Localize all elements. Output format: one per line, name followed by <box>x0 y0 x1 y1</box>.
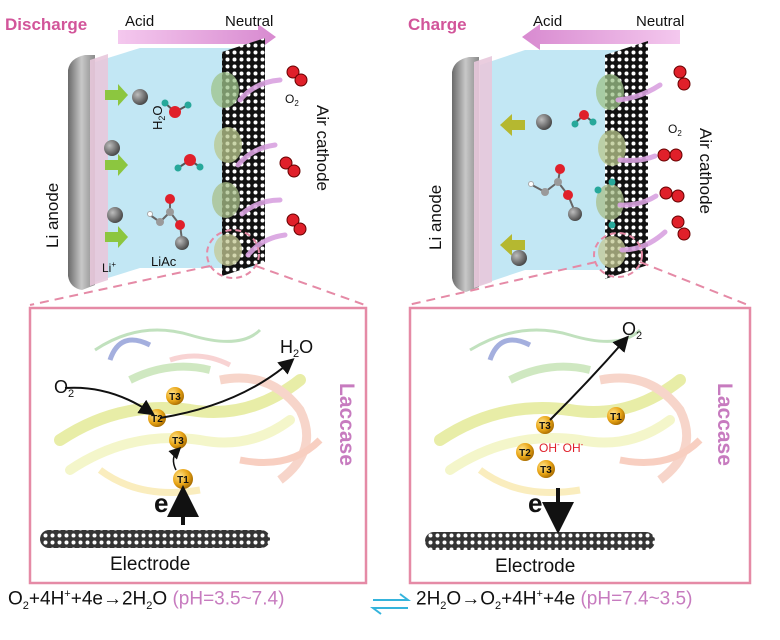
li-atom <box>511 250 527 266</box>
discharge-battery: Discharge Acid Neutral Li anode Air cath… <box>5 13 332 290</box>
acid-label: Acid <box>125 13 154 30</box>
copper-site-t3-bottom <box>537 460 555 478</box>
separator <box>90 54 108 286</box>
copper-site-t1 <box>173 469 193 489</box>
oxygen-output-label: O2 <box>622 319 642 342</box>
acid-label-right: Acid <box>533 13 562 30</box>
hydroxide-labels: OH-OH- <box>539 440 584 455</box>
laccase-label: Laccase <box>335 383 358 466</box>
neutral-label-right: Neutral <box>636 13 684 30</box>
electron-transfer-arrow <box>168 446 182 471</box>
li-ion-arrows <box>105 84 128 248</box>
li-anode-label-right: Li anode <box>426 185 445 250</box>
reversible-arrow <box>370 593 411 615</box>
electrode-label-right: Electrode <box>495 556 575 577</box>
separator-right <box>474 56 492 288</box>
oxygen-output-arrow <box>549 335 629 421</box>
charge-label: Charge <box>408 15 467 34</box>
li-ion-return-arrows <box>500 114 525 256</box>
charge-ph-range: (pH=7.4~3.5) <box>580 588 693 610</box>
svg-text:T3: T3 <box>540 465 552 476</box>
electrolyte <box>95 48 255 282</box>
water-molecule-right <box>571 110 597 128</box>
water-output-arrow <box>159 358 295 419</box>
li-atom <box>132 89 148 105</box>
charge-battery: Charge Acid Neutral Li anode Air cathode <box>408 13 715 292</box>
zoom-circle-right <box>593 232 643 278</box>
li-anode-label: Li anode <box>43 183 62 248</box>
oxygen-label-right: O2 <box>668 122 682 138</box>
li-atom <box>104 140 120 156</box>
svg-text:T1: T1 <box>610 412 622 423</box>
water-molecule <box>161 99 192 118</box>
oxygen-molecules-right <box>657 65 691 241</box>
oxygen-label: O2 <box>285 92 299 108</box>
copper-site-t3-bottom <box>169 431 187 449</box>
lithium-acetate-label: LiAc <box>151 254 177 269</box>
svg-text:T3: T3 <box>539 421 551 432</box>
water-output-label: H2O <box>280 337 313 360</box>
oxygen-input-label: O2 <box>54 377 74 400</box>
discharge-ph-range: (pH=3.5~7.4) <box>172 588 285 610</box>
water-label: H2O <box>150 105 167 130</box>
laccase-ribbon <box>54 328 323 496</box>
oxygen-inflow-arrows <box>235 77 288 258</box>
lithium-ion-label: Li+ <box>102 260 116 275</box>
water-molecule <box>174 154 204 172</box>
li-atom <box>107 207 123 223</box>
discharge-label: Discharge <box>5 15 87 34</box>
zoom-connector-right <box>407 261 749 306</box>
copper-site-t3-top <box>166 387 184 405</box>
charge-equation: 2H2O→O2+4H++4e (pH=7.4~3.5) <box>416 588 693 613</box>
air-cathode-label: Air cathode <box>313 105 332 191</box>
copper-sites-right: T3 T1 T2 T3 <box>516 407 625 478</box>
acetate-molecule-right <box>528 164 582 221</box>
electrode-nanotube-right <box>425 532 655 550</box>
oxygen-outflow-arrows <box>615 82 668 253</box>
discharge-equation: O2+4H++4e→2H2O (pH=3.5~7.4) <box>8 588 285 613</box>
li-anode-slab <box>68 55 95 290</box>
charge-zoom-panel: Electrode T3 T1 T2 T3 OH-OH- O2 e Laccas… <box>408 306 752 585</box>
electrode-nanotube <box>40 530 270 548</box>
lithium-acetate-molecule <box>147 194 189 250</box>
electrode-label: Electrode <box>110 554 190 575</box>
acid-neutral-arrow <box>118 24 276 50</box>
neutral-label: Neutral <box>225 13 273 30</box>
li-atom <box>536 114 552 130</box>
oxygen-input-arrow <box>64 386 155 416</box>
svg-text:T3: T3 <box>169 392 181 403</box>
copper-site-t2 <box>516 443 534 461</box>
copper-sites: T3 T2 T3 T1 <box>148 387 193 489</box>
enzyme-coating <box>211 72 242 266</box>
laccase-ribbon-right <box>434 328 703 496</box>
svg-text:T2: T2 <box>151 414 163 425</box>
svg-text:T1: T1 <box>177 475 189 486</box>
teal-atoms <box>594 178 616 229</box>
discharge-zoom-panel: Electrode T3 T2 T3 T1 O2 H2O e Laccase <box>28 306 368 585</box>
zoom-circle <box>206 229 260 279</box>
electron-label: e <box>154 488 168 518</box>
svg-text:T2: T2 <box>519 448 531 459</box>
copper-site-t3-top <box>536 416 554 434</box>
air-cathode-label-right: Air cathode <box>696 128 715 214</box>
li-anode-slab-right <box>452 57 479 292</box>
laccase-label-right: Laccase <box>713 383 736 466</box>
electron-label-right: e <box>528 488 542 518</box>
oxygen-molecules <box>279 65 308 236</box>
copper-site-t1 <box>607 407 625 425</box>
zoom-connector-left <box>29 265 366 306</box>
svg-text:T3: T3 <box>172 436 184 447</box>
